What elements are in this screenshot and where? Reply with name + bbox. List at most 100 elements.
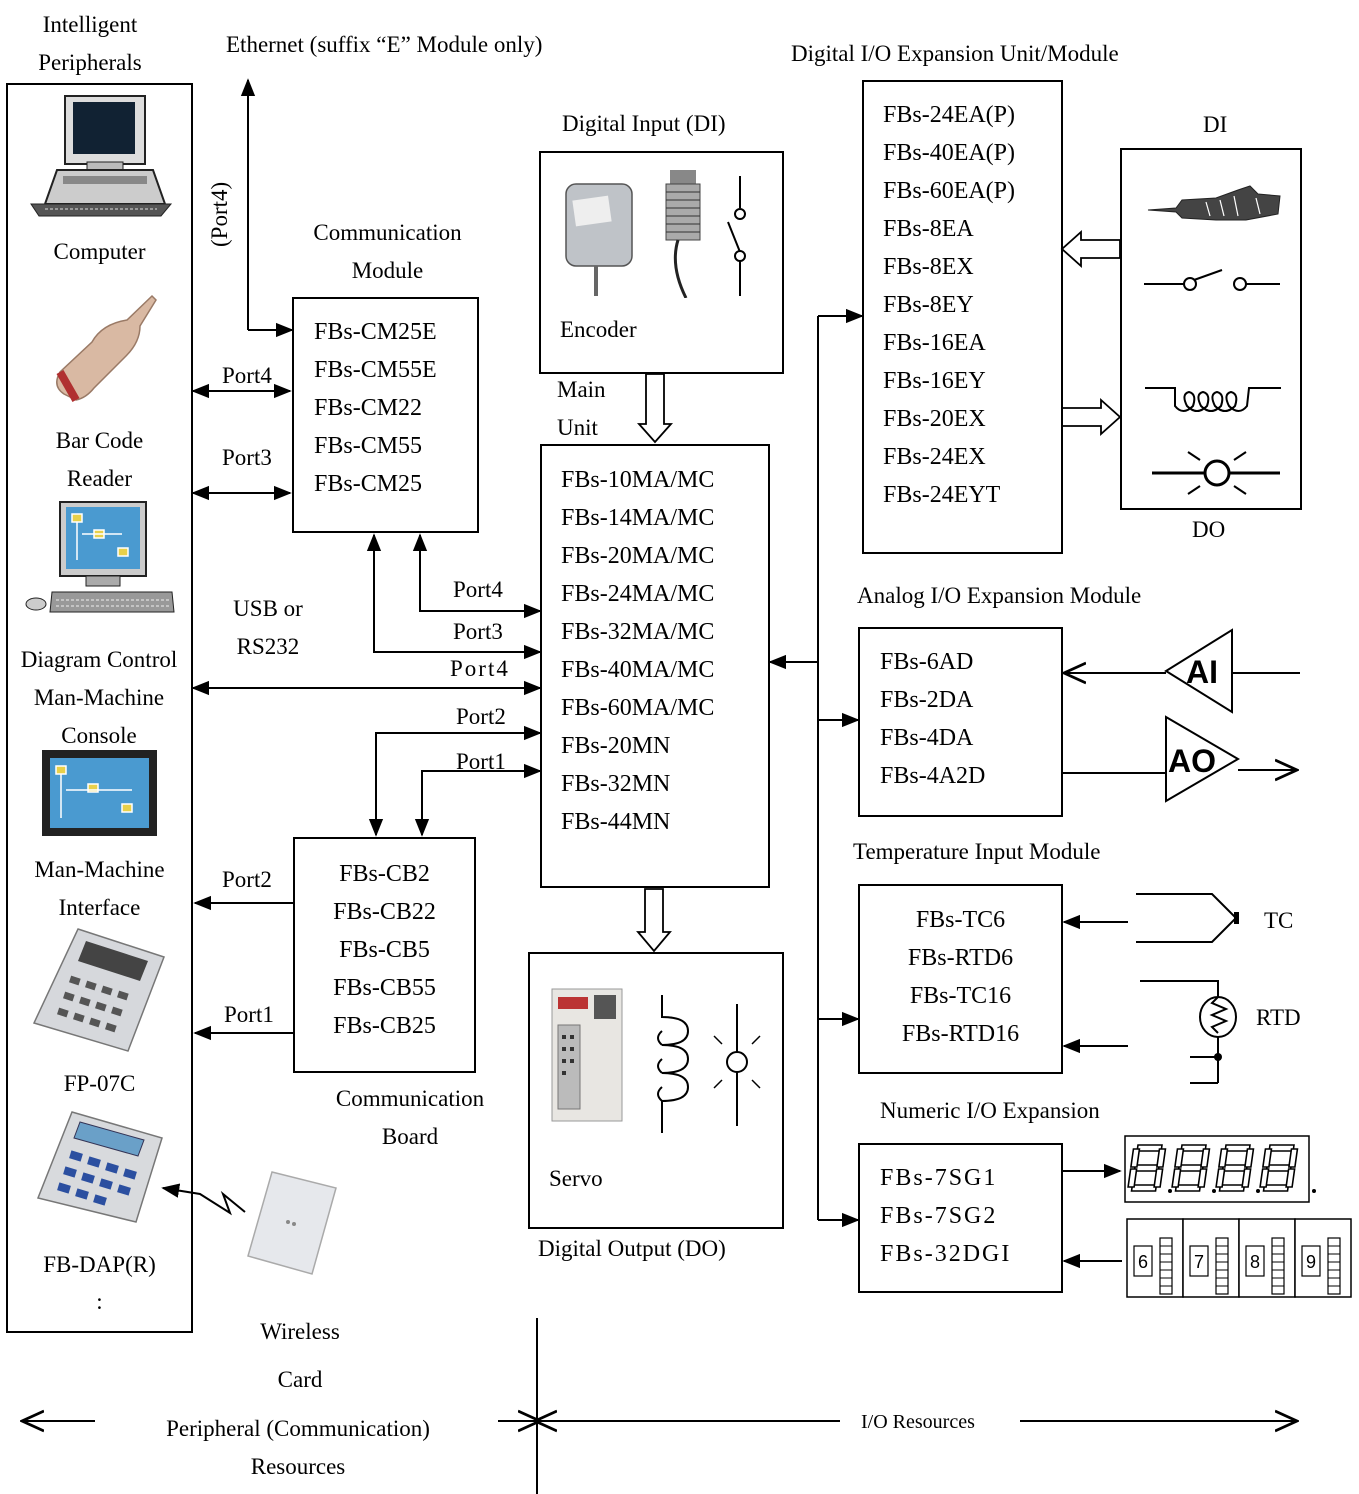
main-unit-item: FBs-14MA/MC bbox=[561, 505, 715, 531]
thumbwheel-digit: 9 bbox=[1306, 1252, 1316, 1272]
port4-vertical-label: (Port4) bbox=[207, 181, 232, 247]
title-line: Intelligent bbox=[42, 12, 138, 37]
fp07c-label: FP-07C bbox=[63, 1071, 136, 1096]
comm-module-item: FBs-CM25E bbox=[314, 319, 437, 345]
digital-io-item: FBs-8EY bbox=[883, 292, 974, 318]
main-unit-item: FBs-24MA/MC bbox=[561, 581, 715, 607]
analog-io-box bbox=[858, 627, 1063, 817]
temp-input-box bbox=[858, 884, 1063, 1074]
title-line: Reader bbox=[66, 466, 133, 491]
io-resources-label: I/O Resources bbox=[861, 1411, 975, 1433]
digital-io-item: FBs-24EYT bbox=[883, 482, 1001, 508]
digital-io-box bbox=[862, 80, 1063, 554]
expansion-to-do-arrow bbox=[1061, 397, 1122, 437]
comm-board-item: FBs-CB5 bbox=[339, 937, 430, 963]
wireless-link bbox=[161, 1183, 246, 1216]
digital-io-item: FBs-20EX bbox=[883, 406, 986, 432]
comm-module-item: FBs-CM55 bbox=[314, 433, 423, 459]
main-unit-item: FBs-32MN bbox=[561, 771, 671, 797]
ai-text: AI bbox=[1186, 654, 1218, 690]
title-line: Communication bbox=[335, 1086, 485, 1111]
computer-label: Computer bbox=[53, 239, 146, 264]
title-line: USB or bbox=[233, 596, 303, 621]
title-line: Card bbox=[277, 1367, 323, 1392]
console-monitor-icon bbox=[25, 501, 175, 613]
numeric-item: FBs-7SG2 bbox=[880, 1203, 998, 1229]
ao-triangle-icon: AO bbox=[1165, 715, 1240, 803]
comm-board-item: FBs-CB25 bbox=[333, 1013, 436, 1039]
proximity-sensor-icon bbox=[665, 170, 701, 298]
lamp-icon bbox=[713, 1004, 761, 1126]
computer-icon bbox=[30, 95, 173, 217]
analog-io-title: Analog I/O Expansion Module bbox=[857, 583, 1142, 608]
title-line: Communication bbox=[313, 220, 462, 245]
comm-module-item: FBs-CM55E bbox=[314, 357, 437, 383]
main-unit-item: FBs-32MA/MC bbox=[561, 619, 715, 645]
digital-output-title: Digital Output (DO) bbox=[538, 1236, 726, 1261]
fbdap-keypad-icon bbox=[36, 1111, 163, 1223]
digital-io-item: FBs-16EA bbox=[883, 330, 986, 356]
temp-item: FBs-TC16 bbox=[909, 983, 1012, 1009]
title-line: Man-Machine bbox=[33, 685, 165, 710]
port-label: Port1 bbox=[224, 1002, 274, 1027]
comm-module-item: FBs-CM22 bbox=[314, 395, 423, 421]
temperature-title: Temperature Input Module bbox=[853, 839, 1101, 864]
digital-io-title: Digital I/O Expansion Unit/Module bbox=[791, 41, 1119, 66]
thumbwheel-digit: 6 bbox=[1138, 1252, 1148, 1272]
port-label: Port2 bbox=[456, 704, 506, 729]
temp-item: FBs-TC6 bbox=[915, 907, 1006, 933]
title-line: Interface bbox=[58, 895, 141, 920]
title-line: Module bbox=[351, 258, 424, 283]
title-line: Board bbox=[381, 1124, 439, 1149]
title-line: Wireless bbox=[260, 1319, 340, 1344]
diagram-console-label: Diagram Control Man-Machine Console bbox=[4, 641, 194, 755]
ai-triangle-icon: AI bbox=[1164, 628, 1233, 714]
title-line: Man-Machine bbox=[34, 857, 165, 882]
comm-module-title: Communication Module bbox=[290, 214, 485, 290]
do-label: DO bbox=[1192, 517, 1226, 542]
usb-rs232-label: USB or RS232 bbox=[200, 590, 336, 666]
digital-input-title: Digital Input (DI) bbox=[562, 111, 726, 136]
comm-board-box bbox=[293, 837, 476, 1073]
comm-board-title: Communication Board bbox=[310, 1080, 510, 1156]
ao-text: AO bbox=[1168, 743, 1216, 779]
numeric-io-title: Numeric I/O Expansion bbox=[880, 1098, 1100, 1123]
cm-to-main-port3 bbox=[366, 533, 542, 660]
main-to-do-arrow bbox=[636, 888, 672, 953]
cb-to-main-port2 bbox=[368, 725, 542, 837]
comm-board-item: FBs-CB2 bbox=[339, 861, 430, 887]
analog-item: FBs-6AD bbox=[880, 649, 974, 675]
comm-module-box bbox=[292, 297, 479, 533]
servo-drive-icon bbox=[551, 988, 623, 1122]
digital-input-box bbox=[539, 151, 784, 374]
title-line: Peripherals bbox=[38, 50, 142, 75]
comm-board-list: FBs-CB2 FBs-CB22 FBs-CB5 FBs-CB55 FBs-CB… bbox=[293, 855, 476, 1045]
coil-icon bbox=[657, 995, 690, 1133]
digital-output-box bbox=[528, 952, 784, 1229]
main-unit-item: FBs-40MA/MC bbox=[561, 657, 715, 683]
port-label: Port4 bbox=[453, 577, 503, 602]
main-unit-item: FBs-60MA/MC bbox=[561, 695, 715, 721]
di-to-expansion-arrow bbox=[1060, 229, 1121, 269]
numeric-io-box bbox=[858, 1143, 1063, 1293]
digital-io-item: FBs-60EA(P) bbox=[883, 178, 1016, 204]
bar-code-label: Bar Code Reader bbox=[6, 422, 193, 498]
comm-board-item: FBs-CB22 bbox=[333, 899, 436, 925]
digital-io-item: FBs-24EX bbox=[883, 444, 986, 470]
main-unit-list: FBs-10MA/MC FBs-14MA/MC FBs-20MA/MC FBs-… bbox=[561, 461, 714, 841]
numeric-list: FBs-7SG1 FBs-7SG2 FBs-32DGI bbox=[880, 1159, 1011, 1273]
digital-io-list: FBs-24EA(P) FBs-40EA(P) FBs-60EA(P) FBs-… bbox=[883, 96, 1015, 514]
encoder-label: Encoder bbox=[560, 317, 637, 342]
encoder-icon bbox=[565, 183, 633, 296]
limit-switch-icon bbox=[1147, 185, 1281, 221]
do-coil-icon bbox=[1145, 387, 1281, 412]
temp-item: FBs-RTD16 bbox=[901, 1021, 1020, 1047]
switch-icon bbox=[727, 176, 746, 296]
main-unit-title: Main Unit bbox=[557, 371, 606, 447]
di-switch-icon bbox=[1144, 269, 1280, 291]
digital-io-item: FBs-16EY bbox=[883, 368, 986, 394]
title-line: RS232 bbox=[236, 634, 300, 659]
thermocouple-icon bbox=[1136, 893, 1239, 943]
thumbwheel-digit: 7 bbox=[1194, 1252, 1204, 1272]
